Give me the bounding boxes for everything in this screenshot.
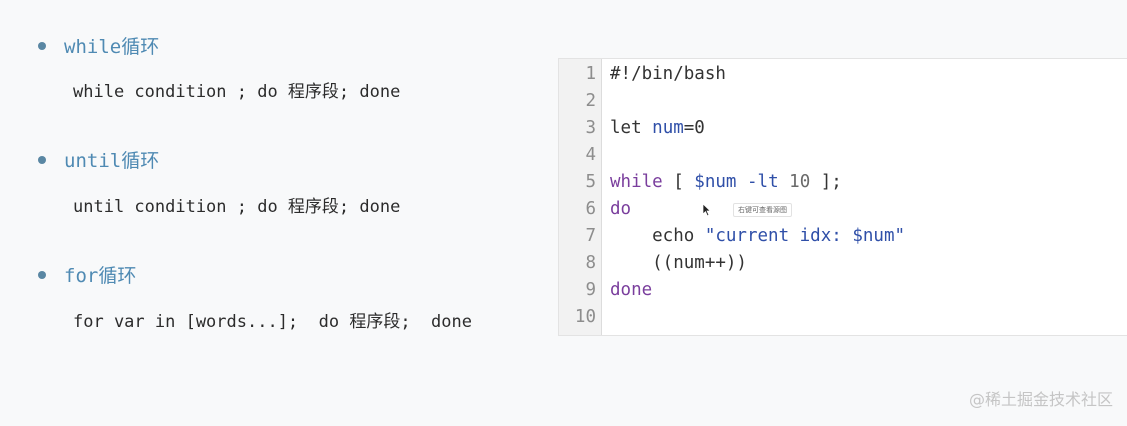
code-token: "current idx: <box>704 226 853 246</box>
bullet-dot-icon <box>38 270 46 279</box>
code-line: 3 let num=0 <box>559 115 1127 142</box>
code-token: echo <box>610 226 705 246</box>
code-token: #!/bin/bash <box>610 64 726 84</box>
line-number: 1 <box>585 64 596 84</box>
code-line: 10 <box>559 304 1127 331</box>
code-token: 10 <box>789 172 811 192</box>
bullet-dot-icon <box>38 155 46 164</box>
bullet-title-until: until循环 <box>64 150 160 172</box>
code-token: $num <box>852 226 895 246</box>
line-number: 4 <box>585 145 596 165</box>
code-line: 8 ((num++)) <box>559 250 1127 277</box>
bullet-title-while: while循环 <box>64 36 160 58</box>
line-number: 6 <box>585 199 596 219</box>
line-number: 3 <box>585 118 596 138</box>
code-token: -lt <box>747 172 779 192</box>
code-token: do <box>610 199 632 219</box>
syntax-until: until condition ; do 程序段; done <box>73 197 401 217</box>
code-line: 9 done <box>559 277 1127 304</box>
code-token: done <box>610 280 653 300</box>
code-text: ((num++)) <box>610 250 747 277</box>
bullet-until: until循环 <box>38 146 159 173</box>
code-text: while [ $num -lt 10 ]; <box>610 169 842 196</box>
bullet-dot-icon <box>38 41 46 50</box>
syntax-while: while condition ; do 程序段; done <box>73 82 401 102</box>
code-token: =0 <box>683 118 705 138</box>
line-number: 2 <box>585 91 596 111</box>
line-number: 8 <box>585 253 596 273</box>
code-token <box>779 172 790 192</box>
line-number-gutter <box>559 59 602 335</box>
code-line: 4 <box>559 142 1127 169</box>
line-number: 10 <box>574 307 596 327</box>
line-number: 7 <box>585 226 596 246</box>
code-token: ((num++)) <box>610 253 747 273</box>
code-line: 5 while [ $num -lt 10 ]; <box>559 169 1127 196</box>
code-token: while <box>610 172 663 192</box>
bullet-while: while循环 <box>38 32 159 59</box>
bullet-title-for: for循环 <box>64 265 137 287</box>
code-text: let num=0 <box>610 115 705 142</box>
mouse-pointer-icon <box>702 203 712 217</box>
syntax-for: for var in [words...]; do 程序段; done <box>73 312 472 332</box>
watermark: @稀土掘金技术社区 <box>968 390 1113 409</box>
tooltip: 右键可查看源图 <box>733 203 792 217</box>
bullet-for: for循环 <box>38 261 136 288</box>
code-text: do <box>610 196 631 223</box>
code-line: 7 echo "current idx: $num" <box>559 223 1127 250</box>
code-token: [ <box>662 172 695 192</box>
code-line: 6 do <box>559 196 1127 223</box>
code-text: done <box>610 277 652 304</box>
line-number: 5 <box>585 172 596 192</box>
code-text: #!/bin/bash <box>610 61 726 88</box>
code-token: " <box>894 226 906 246</box>
code-token: let <box>610 118 653 138</box>
code-text: echo "current idx: $num" <box>610 223 905 250</box>
code-line: 1 #!/bin/bash <box>559 61 1127 88</box>
code-token: ]; <box>810 172 842 192</box>
code-line: 2 <box>559 88 1127 115</box>
code-token: $num <box>694 172 737 192</box>
code-token: num <box>652 118 684 138</box>
code-token <box>736 172 747 192</box>
code-editor[interactable]: 1 #!/bin/bash 2 3 let num=0 4 5 while [ $num -l… <box>558 58 1127 336</box>
line-number: 9 <box>585 280 596 300</box>
